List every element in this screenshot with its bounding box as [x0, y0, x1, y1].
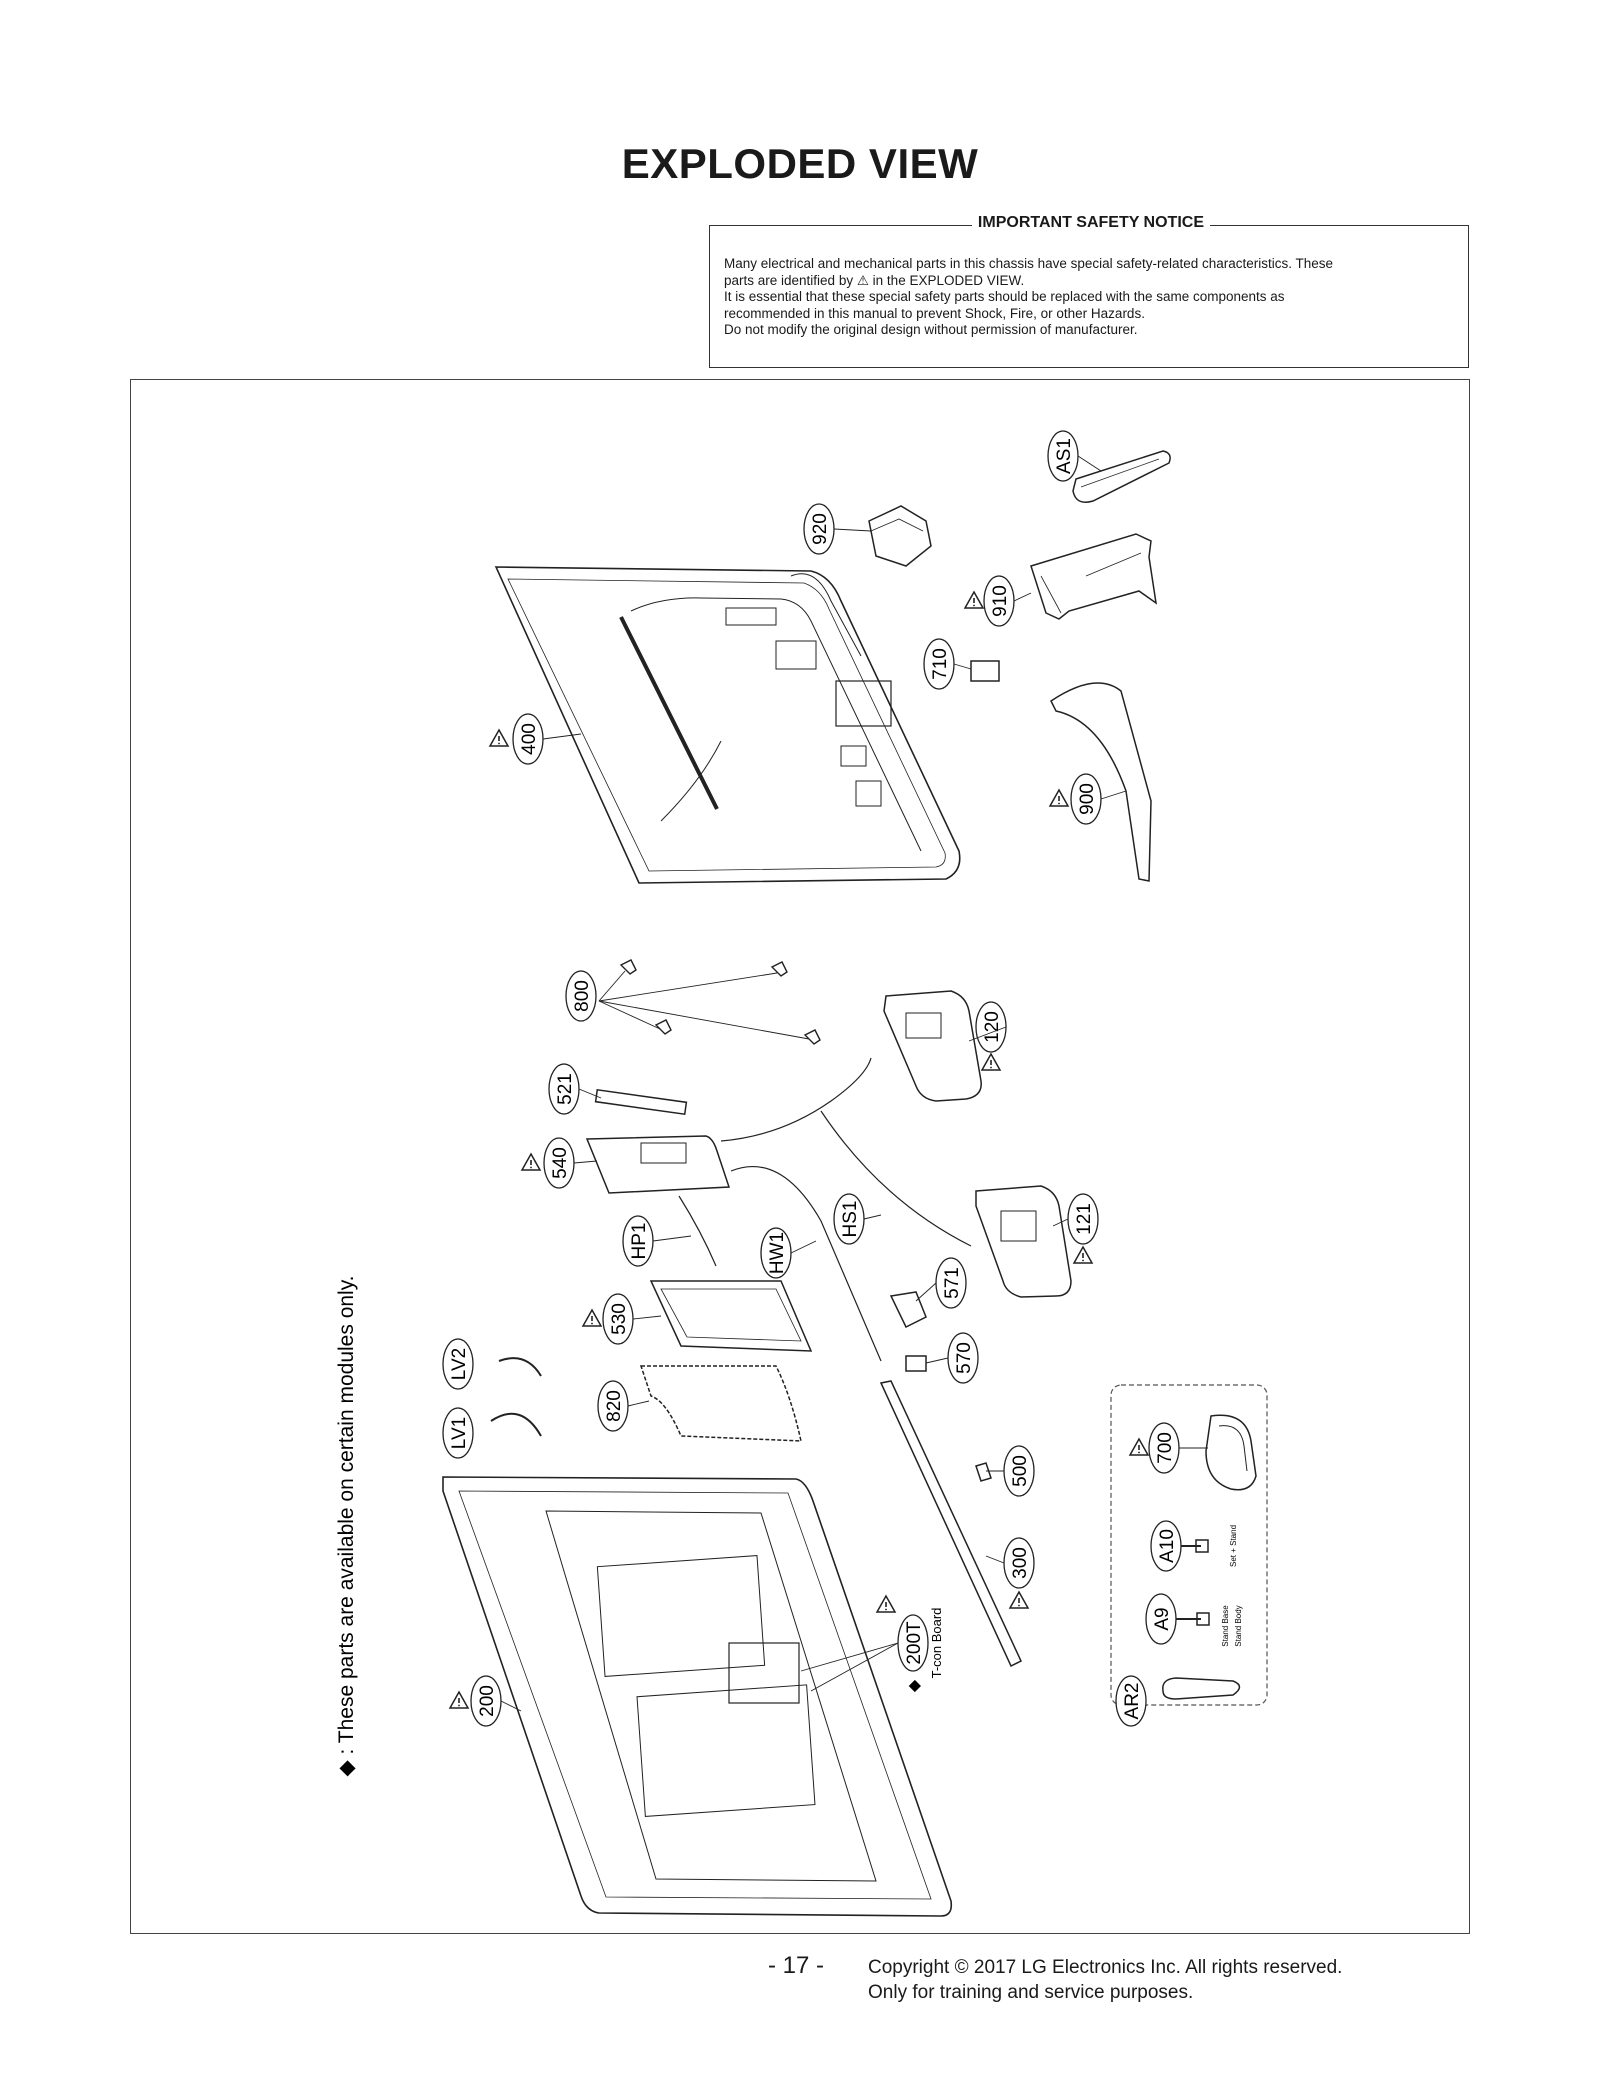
- main-board-and-cables: [585, 1057, 972, 1442]
- safety-warning-icon: [1049, 789, 1069, 807]
- front-frame-part: [442, 1476, 953, 1917]
- svg-text:710: 710: [930, 648, 951, 680]
- page-title: EXPLODED VIEW: [621, 140, 979, 187]
- notice-line-4: recommended in this manual to prevent Sh…: [724, 305, 1145, 321]
- svg-text:200T: 200T: [904, 1621, 925, 1665]
- copyright-line-2: Only for training and service purposes.: [868, 1982, 1194, 2003]
- safety-warning-icon: [1009, 1591, 1029, 1609]
- svg-text:300: 300: [1010, 1547, 1031, 1579]
- svg-text:521: 521: [555, 1073, 576, 1105]
- safety-warning-icon: [964, 591, 984, 609]
- callout-ar2: AR2: [1115, 1675, 1147, 1727]
- copyright-line-1: Copyright © 2017 LG Electronics Inc. All…: [868, 1957, 1343, 1978]
- safety-warning-icon: [876, 1595, 896, 1613]
- exploded-view-drawing: AS1 920 910 710 400 900 800 120 521 540 …: [335, 430, 1268, 1917]
- callout-521: 521: [548, 1063, 580, 1115]
- callout-as1: AS1: [1047, 430, 1079, 482]
- svg-text:540: 540: [550, 1147, 571, 1179]
- bracket-parts: [598, 959, 821, 1045]
- svg-text:HP1: HP1: [629, 1223, 650, 1260]
- svg-text:200: 200: [477, 1685, 498, 1717]
- svg-text:LV1: LV1: [449, 1417, 470, 1449]
- callout-a9: A9: [1145, 1593, 1177, 1645]
- svg-text:A9: A9: [1152, 1607, 1173, 1630]
- set-stand-label: Set + Stand: [1229, 1525, 1238, 1567]
- svg-text:530: 530: [609, 1303, 630, 1335]
- svg-text:920: 920: [810, 513, 831, 545]
- svg-text:571: 571: [942, 1267, 963, 1299]
- notice-line-3: It is essential that these special safet…: [724, 289, 1285, 304]
- notice-line-1: Many electrical and mechanical parts in …: [724, 256, 1334, 271]
- stand-body-label: Stand Body: [1234, 1605, 1243, 1646]
- stand-parts: [868, 450, 1171, 882]
- leader-lines: [500, 455, 1208, 1712]
- svg-text:LV2: LV2: [449, 1348, 470, 1380]
- notice-line-5: Do not modify the original design withou…: [724, 322, 1138, 337]
- callout-800: 800: [565, 970, 597, 1022]
- svg-text:HS1: HS1: [840, 1201, 861, 1238]
- diamond-marker: ◆: [906, 1679, 923, 1692]
- callout-710: 710: [923, 638, 955, 690]
- callout-lv2: LV2: [442, 1338, 474, 1390]
- callout-570: 570: [947, 1332, 979, 1384]
- svg-text:400: 400: [519, 723, 540, 755]
- safety-notice-title: IMPORTANT SAFETY NOTICE: [971, 214, 1210, 232]
- callout-571: 571: [935, 1257, 967, 1309]
- exploded-view-diagram: AS1 920 910 710 400 900 800 120 521 540 …: [130, 379, 1470, 1934]
- speaker-bar-part: [879, 1380, 1022, 1668]
- callout-200: 200: [470, 1675, 502, 1727]
- callout-hp1: HP1: [622, 1215, 654, 1267]
- svg-text:500: 500: [1010, 1455, 1031, 1487]
- lvds-cables: [490, 1357, 542, 1437]
- power-boards: [883, 990, 1072, 1298]
- safety-warning-icon: [1073, 1246, 1093, 1264]
- svg-text:AR2: AR2: [1122, 1683, 1143, 1720]
- back-cover-part: [494, 566, 961, 884]
- safety-warning-icon: [582, 1309, 602, 1327]
- svg-text:121: 121: [1074, 1203, 1095, 1235]
- svg-text:910: 910: [990, 585, 1011, 617]
- safety-warning-icon: [521, 1153, 541, 1171]
- safety-warning-icon: [489, 729, 509, 747]
- svg-text:820: 820: [604, 1390, 625, 1422]
- callout-820: 820: [597, 1380, 629, 1432]
- callout-200t: 200T: [897, 1614, 929, 1672]
- copyright-notice: Copyright © 2017 LG Electronics Inc. All…: [868, 1955, 1342, 2005]
- svg-text:700: 700: [1155, 1432, 1176, 1464]
- callout-700: 700: [1148, 1422, 1180, 1474]
- stand-base-label: Stand Base: [1221, 1605, 1230, 1647]
- svg-text:570: 570: [954, 1342, 975, 1374]
- page-number: - 17 -: [768, 1952, 825, 1979]
- callout-hs1: HS1: [833, 1193, 865, 1245]
- safety-notice-body: Many electrical and mechanical parts in …: [724, 256, 1454, 339]
- callout-hw1: HW1: [760, 1227, 792, 1279]
- svg-text:A10: A10: [1157, 1529, 1178, 1563]
- callout-400: 400: [512, 713, 544, 765]
- callout-500: 500: [1003, 1445, 1035, 1497]
- svg-text:800: 800: [572, 980, 593, 1012]
- svg-text:AS1: AS1: [1054, 438, 1075, 474]
- safety-notice-box: IMPORTANT SAFETY NOTICE Many electrical …: [709, 214, 1469, 368]
- callout-lv1: LV1: [442, 1407, 474, 1459]
- tcon-board-label: T-con Board: [929, 1608, 944, 1679]
- callout-530: 530: [602, 1293, 634, 1345]
- safety-warning-icon: [1129, 1438, 1149, 1456]
- svg-text:900: 900: [1077, 783, 1098, 815]
- callout-920: 920: [803, 503, 835, 555]
- svg-text:120: 120: [982, 1011, 1003, 1043]
- callout-120: 120: [975, 1001, 1007, 1053]
- callout-a10: A10: [1150, 1520, 1182, 1572]
- safety-warning-icon: [981, 1053, 1001, 1071]
- callout-910: 910: [983, 575, 1015, 627]
- safety-warning-icon: [449, 1691, 469, 1709]
- notice-line-2: parts are identified by ⚠ in the EXPLODE…: [724, 272, 1025, 288]
- svg-text:HW1: HW1: [767, 1232, 788, 1274]
- callout-300: 300: [1003, 1537, 1035, 1589]
- callout-900: 900: [1070, 773, 1102, 825]
- accessory-box: [1110, 1384, 1268, 1706]
- side-note: ◆ : These parts are available on certain…: [335, 1276, 358, 1777]
- callout-540: 540: [543, 1137, 575, 1189]
- callout-121: 121: [1067, 1193, 1099, 1245]
